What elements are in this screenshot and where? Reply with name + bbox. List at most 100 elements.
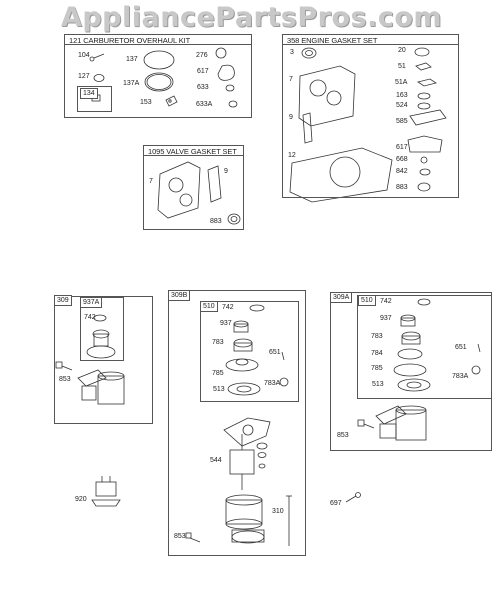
label-853-loose: 853 xyxy=(174,533,186,540)
label-585: 585 xyxy=(396,118,408,125)
starter-309-parts-group xyxy=(55,314,125,405)
part-651-309a xyxy=(477,343,481,353)
label-163: 163 xyxy=(396,92,408,99)
part-783-309b xyxy=(233,338,253,352)
part-668-ring xyxy=(420,156,428,164)
label-853-309: 853 xyxy=(59,376,71,383)
part-9-valve-gasket xyxy=(207,165,222,203)
label-651-309b: 651 xyxy=(269,349,281,356)
part-51a-gasket xyxy=(417,78,437,87)
part-783a-309b xyxy=(279,377,289,387)
starter-309a-parts-group xyxy=(357,298,481,441)
label-3: 3 xyxy=(290,49,294,56)
label-12: 12 xyxy=(288,152,296,159)
part-697-screw xyxy=(345,492,361,503)
starter-309b-sub-tag: 510 xyxy=(200,301,218,312)
part-51-gasket xyxy=(415,62,432,71)
part-20-seal xyxy=(414,47,430,57)
label-127: 127 xyxy=(78,73,90,80)
label-937-309a: 937 xyxy=(380,315,392,322)
part-544-armature xyxy=(229,434,255,490)
part-842-ring xyxy=(419,168,431,176)
part-513-309b xyxy=(227,382,261,396)
label-785-309b: 785 xyxy=(212,370,224,377)
carb-title-divider xyxy=(65,44,251,45)
label-9-valve: 9 xyxy=(224,168,228,175)
label-742-309a: 742 xyxy=(380,298,392,305)
valve-gasket-title: 1095 VALVE GASKET SET xyxy=(148,147,237,156)
part-585-gasket xyxy=(409,109,447,126)
part-742-309a xyxy=(417,298,431,306)
part-163-gasket xyxy=(417,92,431,100)
part-104-screw xyxy=(89,53,105,62)
part-276-ring xyxy=(215,47,227,59)
part-3-seal xyxy=(301,47,317,59)
part-nuts xyxy=(256,442,268,469)
part-12-base-gasket xyxy=(289,147,393,203)
label-697: 697 xyxy=(330,500,342,507)
starter-309b-parts-group xyxy=(185,304,292,546)
label-524: 524 xyxy=(396,102,408,109)
starter-309-tag: 309 xyxy=(54,295,72,306)
label-920: 920 xyxy=(75,496,87,503)
part-633-washer xyxy=(225,84,235,92)
part-920-solenoid xyxy=(91,476,121,507)
label-783a-309b: 783A xyxy=(264,380,281,387)
part-937-309a xyxy=(400,314,416,327)
part-motor-housing xyxy=(225,494,263,530)
label-137: 137 xyxy=(126,56,138,63)
part-617-gasket xyxy=(217,64,235,81)
part-524-gasket xyxy=(417,102,431,110)
part-651-309b xyxy=(281,351,285,361)
carb-sub-tag: 134 xyxy=(80,88,98,99)
part-883-ring xyxy=(417,182,431,192)
label-104: 104 xyxy=(78,52,90,59)
part-783-309a xyxy=(401,331,421,345)
label-853-309a: 853 xyxy=(337,432,349,439)
watermark-logo: AppliancePartsPros.com xyxy=(60,2,443,33)
part-310-bolt xyxy=(286,495,292,546)
valve-gasket-set-box: 1095 VALVE GASKET SET xyxy=(143,145,244,230)
label-742-309: 742 xyxy=(84,314,96,321)
label-544: 544 xyxy=(210,457,222,464)
part-853-309a xyxy=(357,419,375,429)
valve-title-divider xyxy=(144,155,243,156)
engine-gasket-title: 358 ENGINE GASKET SET xyxy=(287,36,378,45)
starter-309a-tag: 309A xyxy=(330,292,353,303)
label-784-309a: 784 xyxy=(371,350,383,357)
starter-309-box xyxy=(54,296,153,424)
starter-309b-tag: 309B xyxy=(168,290,191,301)
label-7-valve: 7 xyxy=(149,178,153,185)
label-617-engine: 617 xyxy=(396,144,408,151)
label-883-valve: 883 xyxy=(210,218,222,225)
part-7-head-gasket xyxy=(298,65,356,127)
label-51a: 51A xyxy=(395,79,408,86)
part-7-valve-gasket xyxy=(157,161,201,219)
part-937-309b xyxy=(233,320,249,333)
starter-309b-sub-box xyxy=(200,301,299,402)
part-853-309b xyxy=(185,532,201,543)
label-153: 153 xyxy=(140,99,152,106)
starter-motor-309 xyxy=(77,369,125,405)
label-785-309a: 785 xyxy=(371,365,383,372)
part-137-ring xyxy=(143,50,175,70)
label-7: 7 xyxy=(289,76,293,83)
starter-309a-sub-box xyxy=(357,295,492,399)
part-853-bolt-309 xyxy=(55,361,73,371)
label-783a-309a: 783A xyxy=(452,373,469,380)
part-153-gasket xyxy=(165,95,178,107)
part-617b-gasket xyxy=(407,135,443,153)
label-783-309a: 783 xyxy=(371,333,383,340)
starter-309b-box xyxy=(168,290,306,556)
label-742-309b: 742 xyxy=(222,304,234,311)
part-633a-washer xyxy=(228,100,238,108)
part-785-309b xyxy=(225,358,259,372)
label-842: 842 xyxy=(396,168,408,175)
label-51: 51 xyxy=(398,63,406,70)
label-883: 883 xyxy=(396,184,408,191)
label-668: 668 xyxy=(396,156,408,163)
starter-309-sub-tag: 937A xyxy=(80,297,103,308)
part-784-309a xyxy=(397,348,423,360)
engine-title-divider xyxy=(283,44,458,45)
